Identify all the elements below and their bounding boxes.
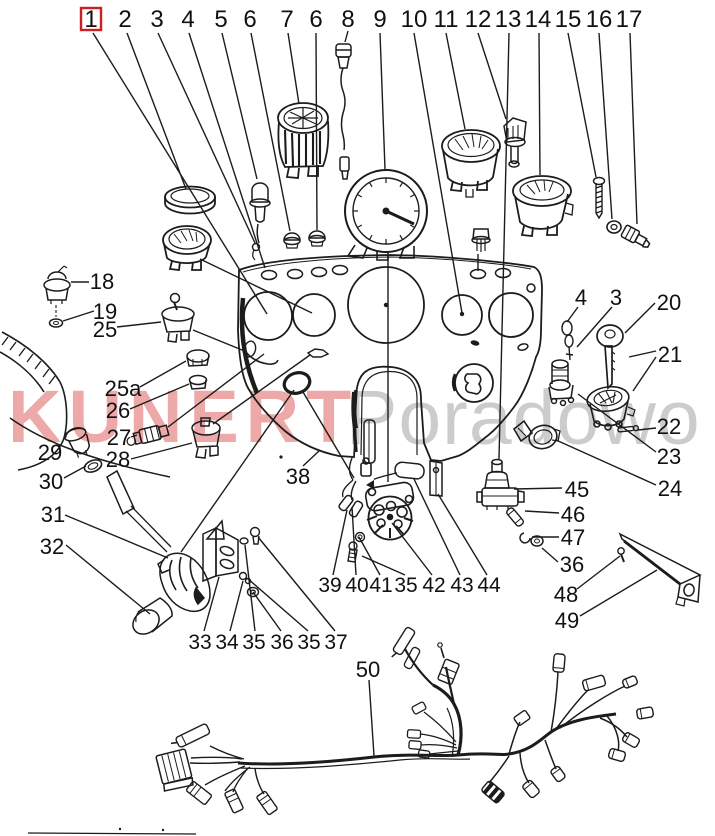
svg-text:6: 6 — [243, 6, 256, 33]
svg-text:Poradowo: Poradowo — [346, 375, 701, 461]
svg-text:15: 15 — [555, 6, 582, 33]
svg-text:36: 36 — [270, 631, 293, 654]
svg-text:35: 35 — [297, 631, 320, 654]
svg-text:KUNERT: KUNERT — [8, 375, 358, 458]
svg-text:29: 29 — [38, 440, 62, 465]
svg-text:43: 43 — [450, 574, 473, 597]
svg-text:37: 37 — [324, 631, 347, 654]
svg-text:4: 4 — [575, 285, 587, 310]
svg-text:8: 8 — [341, 6, 354, 33]
svg-text:6: 6 — [309, 6, 322, 33]
svg-text:41: 41 — [369, 574, 392, 597]
svg-text:19: 19 — [93, 299, 117, 324]
svg-text:30: 30 — [39, 469, 63, 494]
svg-text:33: 33 — [188, 631, 211, 654]
svg-text:31: 31 — [41, 502, 65, 527]
svg-text:35: 35 — [242, 631, 265, 654]
svg-text:44: 44 — [477, 574, 501, 597]
svg-text:42: 42 — [422, 574, 445, 597]
svg-text:5: 5 — [214, 6, 227, 33]
svg-text:34: 34 — [215, 631, 239, 654]
svg-text:18: 18 — [90, 269, 114, 294]
svg-text:13: 13 — [495, 6, 522, 33]
svg-text:10: 10 — [401, 6, 428, 33]
svg-text:9: 9 — [373, 6, 386, 33]
svg-text:36: 36 — [560, 552, 584, 577]
svg-text:20: 20 — [657, 290, 681, 315]
svg-text:16: 16 — [586, 6, 613, 33]
svg-text:24: 24 — [658, 476, 682, 501]
svg-text:35: 35 — [394, 574, 417, 597]
svg-text:26: 26 — [106, 398, 130, 423]
svg-text:3: 3 — [150, 6, 163, 33]
svg-text:45: 45 — [565, 477, 589, 502]
svg-text:47: 47 — [561, 525, 585, 550]
svg-text:21: 21 — [658, 342, 682, 367]
svg-text:38: 38 — [286, 464, 310, 489]
svg-text:46: 46 — [561, 502, 585, 527]
svg-text:4: 4 — [181, 6, 194, 33]
svg-text:1: 1 — [84, 6, 97, 33]
svg-text:28: 28 — [106, 447, 130, 472]
svg-text:17: 17 — [616, 6, 643, 33]
svg-text:11: 11 — [434, 6, 459, 33]
svg-text:39: 39 — [318, 574, 341, 597]
svg-text:49: 49 — [555, 608, 579, 633]
svg-text:22: 22 — [657, 414, 681, 439]
svg-text:25a: 25a — [105, 376, 142, 401]
svg-text:2: 2 — [118, 6, 131, 33]
svg-text:3: 3 — [610, 285, 622, 310]
svg-text:27: 27 — [107, 425, 131, 450]
svg-text:32: 32 — [40, 534, 64, 559]
svg-text:40: 40 — [345, 574, 368, 597]
svg-text:50: 50 — [356, 657, 380, 682]
svg-text:14: 14 — [525, 6, 552, 33]
svg-text:7: 7 — [280, 6, 293, 33]
svg-text:12: 12 — [465, 6, 492, 33]
svg-text:25: 25 — [93, 317, 117, 342]
svg-text:48: 48 — [554, 582, 578, 607]
svg-text:23: 23 — [657, 444, 681, 469]
